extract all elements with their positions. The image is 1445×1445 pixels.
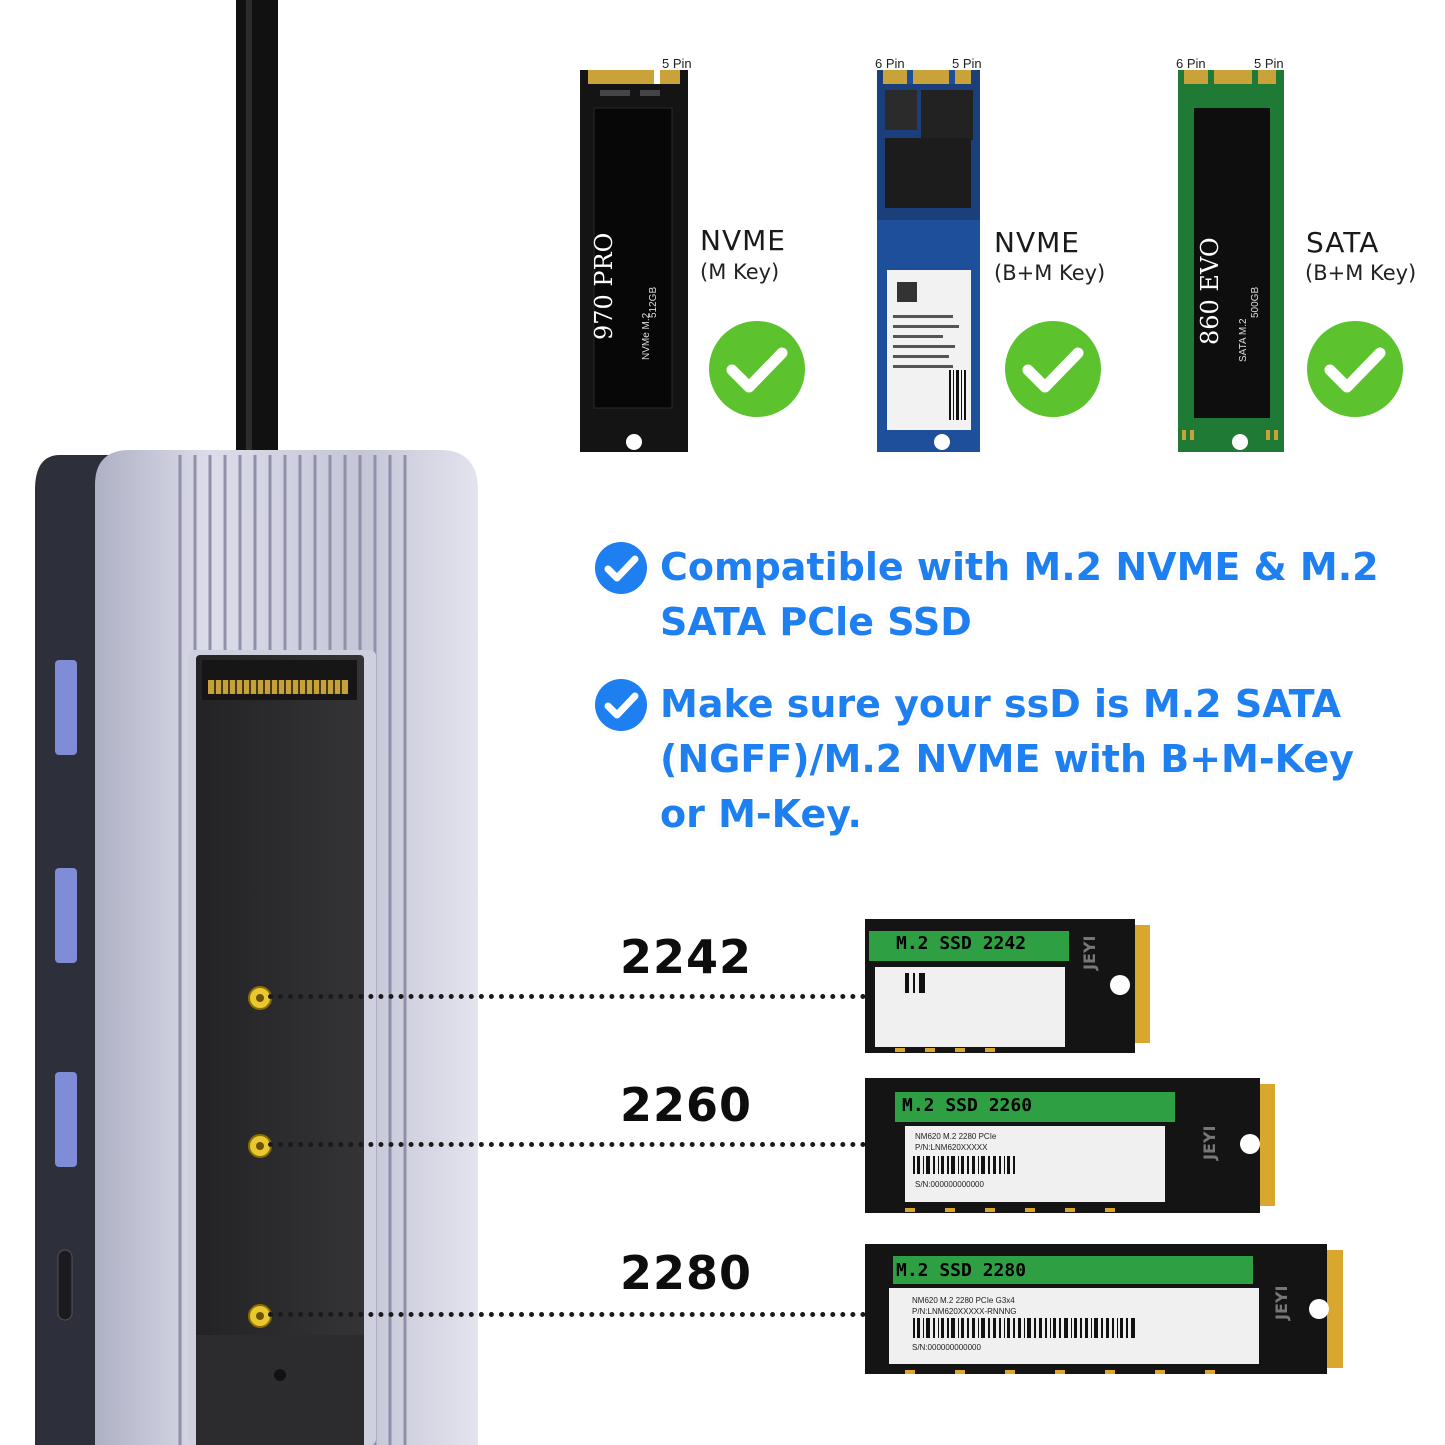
- pin-label-left: 6 Pin: [1176, 56, 1206, 71]
- ssd-card-title: M.2 SSD 2280: [896, 1260, 1027, 1281]
- size-label-2260: 2260: [620, 1078, 753, 1132]
- ssd-capacity-970pro: 512GB: [648, 286, 659, 318]
- type-name-3: SATA: [1306, 226, 1380, 259]
- ssd-model-line: NM620 M.2 2280 PCIe: [915, 1132, 997, 1141]
- ssd-card-title: M.2 SSD 2242: [896, 933, 1027, 954]
- usb-cable: [236, 0, 278, 460]
- pin-label-left: 6 Pin: [875, 56, 905, 71]
- feature-line: Make sure your ssD is M.2 SATA: [660, 682, 1342, 726]
- check-icon: [1005, 321, 1101, 417]
- ssd-sn: S/N:000000000000: [915, 1180, 984, 1189]
- ssd-sn: S/N:000000000000: [912, 1343, 981, 1352]
- check-circle-icon: [595, 542, 647, 594]
- ssd-model-line: NM620 M.2 2280 PCIe G3x4: [912, 1296, 1015, 1305]
- usb-port-1: [55, 660, 77, 755]
- dotted-leader: [268, 1312, 866, 1317]
- dotted-leader: [268, 1142, 866, 1147]
- feature-line: SATA PCle SSD: [660, 600, 972, 644]
- usb-port-3: [55, 1072, 77, 1167]
- check-circle-icon: [595, 679, 647, 731]
- type-key-1: (M Key): [700, 260, 780, 284]
- pin-label-right: 5 Pin: [952, 56, 982, 71]
- ssd-sub-860evo: SATA M.2: [1238, 318, 1249, 362]
- size-label-2242: 2242: [620, 930, 753, 984]
- check-icon: [709, 321, 805, 417]
- ssd-sub-970pro: NVMe M.2: [641, 312, 652, 360]
- brand-label: JEYI: [1200, 1125, 1219, 1160]
- ssd-card-blue-nvme: [877, 70, 980, 452]
- ssd-pn: P/N:LNM620XXXXX: [915, 1143, 988, 1152]
- ssd-model-970pro: 970 PRO: [590, 232, 618, 340]
- usb-c-port: [57, 1249, 73, 1321]
- ssd-card-970pro: [580, 70, 688, 452]
- feature-line: Compatible with M.2 NVME & M.2: [660, 545, 1379, 589]
- dotted-leader: [268, 994, 866, 999]
- type-name-1: NVME: [700, 224, 786, 257]
- feature-line: or M-Key.: [660, 792, 862, 836]
- ssd-card-2280: [865, 1244, 1343, 1374]
- check-icon: [1307, 321, 1403, 417]
- usb-port-2: [55, 868, 77, 963]
- brand-label: JEYI: [1080, 935, 1099, 970]
- ssd-card-860evo: [1178, 70, 1284, 452]
- ssd-capacity-860evo: 500GB: [1250, 286, 1261, 318]
- pin-label-right: 5 Pin: [662, 56, 692, 71]
- brand-label: JEYI: [1272, 1285, 1291, 1320]
- feature-keys: Make sure your ssD is M.2 SATA (NGFF)/M.…: [660, 677, 1420, 842]
- ssd-card-2260: [865, 1078, 1275, 1213]
- ssd-card-2242: [865, 919, 1150, 1053]
- ssd-card-title: M.2 SSD 2260: [902, 1095, 1033, 1116]
- type-key-2: (B+M Key): [994, 261, 1106, 285]
- type-name-2: NVME: [994, 226, 1080, 259]
- feature-compatible: Compatible with M.2 NVME & M.2 SATA PCle…: [660, 540, 1420, 650]
- enclosure-illustration: [35, 0, 478, 1445]
- type-key-3: (B+M Key): [1305, 261, 1417, 285]
- ssd-bay: [196, 655, 364, 1365]
- ssd-pn: P/N:LNM620XXXXX-RNNNG: [912, 1307, 1017, 1316]
- size-label-2280: 2280: [620, 1246, 753, 1300]
- ssd-model-860evo: 860 EVO: [1196, 237, 1224, 345]
- pin-label-right: 5 Pin: [1254, 56, 1284, 71]
- feature-line: (NGFF)/M.2 NVME with B+M-Key: [660, 737, 1354, 781]
